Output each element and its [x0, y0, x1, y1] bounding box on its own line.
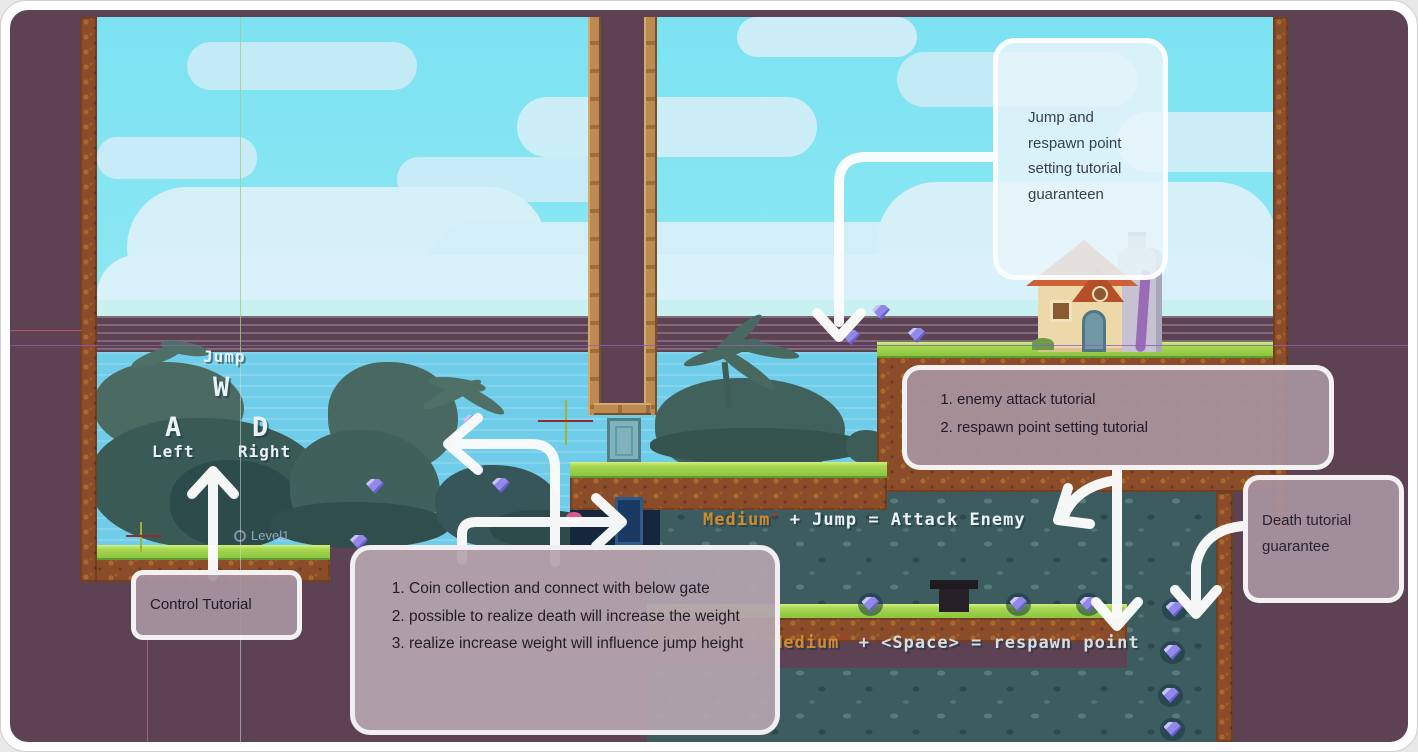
- hud-right-label: Right: [238, 442, 292, 461]
- cloud: [517, 97, 817, 157]
- guide-hline-red: [10, 330, 82, 331]
- hud-right-key: D: [252, 412, 270, 443]
- gem-icon[interactable]: [1158, 684, 1183, 707]
- gate-door[interactable]: [615, 497, 643, 545]
- note-enemy-item: enemy attack tutorial: [957, 387, 1319, 413]
- attack-caption-medium: Medium: [703, 510, 771, 530]
- note-death-text: Death tutorial guarantee: [1262, 512, 1352, 555]
- crosshair: [538, 420, 593, 422]
- enemy-turret-body[interactable]: [939, 589, 969, 612]
- guide-vline-green: [240, 17, 241, 352]
- attack-caption: Medium+ + Jump = Attack Enemy: [703, 510, 1026, 530]
- note-enemy-tutorial[interactable]: enemy attack tutorial respawn point sett…: [902, 365, 1334, 470]
- house-window: [1050, 300, 1072, 322]
- guide-hline-purple: [10, 345, 1408, 346]
- mid-platform-grass: [570, 462, 887, 478]
- cloud: [737, 17, 917, 57]
- crosshair: [565, 400, 567, 445]
- note-coin-item: realize increase weight will influence j…: [409, 631, 759, 657]
- gem-icon[interactable]: [858, 593, 883, 616]
- inner-right-dirt-wall: [1216, 492, 1233, 742]
- hud-left-key: A: [165, 412, 183, 443]
- gem-icon[interactable]: [1006, 593, 1031, 616]
- respawn-caption-sup: +: [840, 633, 848, 644]
- note-coin-tutorial[interactable]: Coin collection and connect with below g…: [350, 545, 780, 735]
- door-panel: [615, 426, 633, 456]
- left-dirt-border: [80, 17, 97, 582]
- house-round-window: [1092, 286, 1108, 302]
- gem-icon[interactable]: [1160, 718, 1185, 741]
- note-control-text: Control Tutorial: [150, 596, 252, 613]
- note-coin-item: Coin collection and connect with below g…: [409, 576, 759, 602]
- level-badge[interactable]: Level1: [234, 528, 289, 543]
- shaft-left-wall: [588, 17, 601, 415]
- gem-icon[interactable]: [1160, 641, 1185, 664]
- gem-icon[interactable]: [1076, 593, 1101, 616]
- slime-enemy[interactable]: [566, 512, 582, 523]
- shaft-right-wall: [644, 17, 657, 415]
- respawn-caption: Medium+ + <Space> = respawn point: [772, 633, 1140, 653]
- hud-left-label: Left: [152, 442, 195, 461]
- level-badge-label: Level1: [251, 528, 290, 543]
- sky: [97, 17, 1283, 300]
- attack-caption-sup: +: [771, 510, 779, 521]
- cloud: [97, 137, 257, 179]
- note-jump-respawn-text: Jump and respawn point setting tutorial …: [1028, 109, 1122, 203]
- note-jump-respawn[interactable]: Jump and respawn point setting tutorial …: [993, 38, 1168, 280]
- gem-icon[interactable]: [1162, 598, 1187, 621]
- enemy-turret[interactable]: [930, 580, 978, 589]
- tree-foliage: [650, 428, 870, 464]
- note-control-tutorial[interactable]: Control Tutorial: [131, 570, 302, 640]
- left-platform-grass: [85, 545, 330, 560]
- shaft-bottom-cap: [594, 403, 651, 415]
- cloud: [187, 42, 417, 90]
- note-coin-item: possible to realize death will increase …: [409, 604, 759, 630]
- crosshair: [140, 522, 142, 552]
- hud-jump-label: Jump: [203, 347, 246, 366]
- respawn-caption-rest: + <Space> = respawn point: [847, 633, 1140, 653]
- respawn-door[interactable]: [607, 418, 641, 462]
- note-death-tutorial[interactable]: Death tutorial guarantee: [1243, 475, 1404, 603]
- hud-jump-key: W: [213, 372, 231, 403]
- crosshair: [126, 535, 162, 537]
- note-enemy-item: respawn point setting tutorial: [957, 415, 1319, 441]
- house-shrub: [1032, 338, 1054, 350]
- attack-caption-rest: + Jump = Attack Enemy: [778, 510, 1026, 530]
- level-stage: Jump W A Left D Right Medium+ + Jump = A…: [10, 10, 1408, 742]
- guide-vline-gray: [240, 352, 241, 742]
- guide-vline-pink: [147, 640, 148, 742]
- shaft: [588, 17, 657, 415]
- respawn-caption-medium: Medium: [772, 633, 840, 653]
